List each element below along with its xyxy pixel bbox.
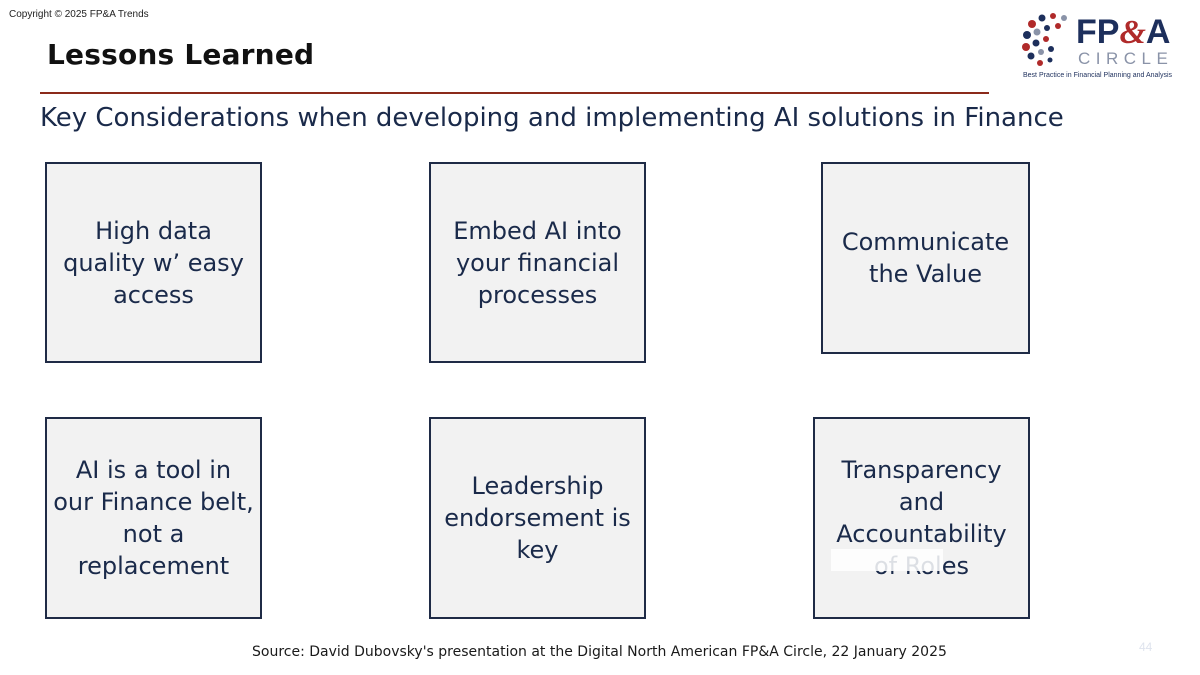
consideration-card-transparency: Transparency and Accountability of Roles [813,417,1030,619]
title-divider [40,92,989,94]
text-overlay-smudge [831,549,943,571]
card-text: High data quality w’ easy access [63,216,244,309]
logo-mark-icon [1022,13,1067,66]
card-text: AI is a tool in our Finance belt, not a … [53,456,254,580]
consideration-card-embed-ai: Embed AI into your financial processes [429,162,646,363]
logo-wordmark: FP&A [1076,13,1171,51]
consideration-card-data-quality: High data quality w’ easy access [45,162,262,363]
logo-tagline: Best Practice in Financial Planning and … [1023,72,1173,79]
logo-circle-text: CIRCLE [1078,49,1174,68]
card-text: Communicate the Value [841,228,1010,288]
page-number: 44 [1139,640,1153,654]
consideration-card-communicate-value: Communicate the Value [821,162,1030,354]
copyright-notice: Copyright © 2025 FP&A Trends [9,9,149,20]
consideration-card-leadership: Leadership endorsement is key [429,417,646,619]
consideration-card-ai-tool: AI is a tool in our Finance belt, not a … [45,417,262,619]
slide-subtitle: Key Considerations when developing and i… [40,103,1064,133]
card-text: Embed AI into your financial processes [453,216,622,309]
slide-title: Lessons Learned [47,38,315,71]
fpa-circle-logo: FP&A CIRCLE Best Practice in Financial P… [1020,10,1190,86]
source-citation: Source: David Dubovsky's presentation at… [252,644,947,660]
card-text: Leadership endorsement is key [444,472,631,564]
